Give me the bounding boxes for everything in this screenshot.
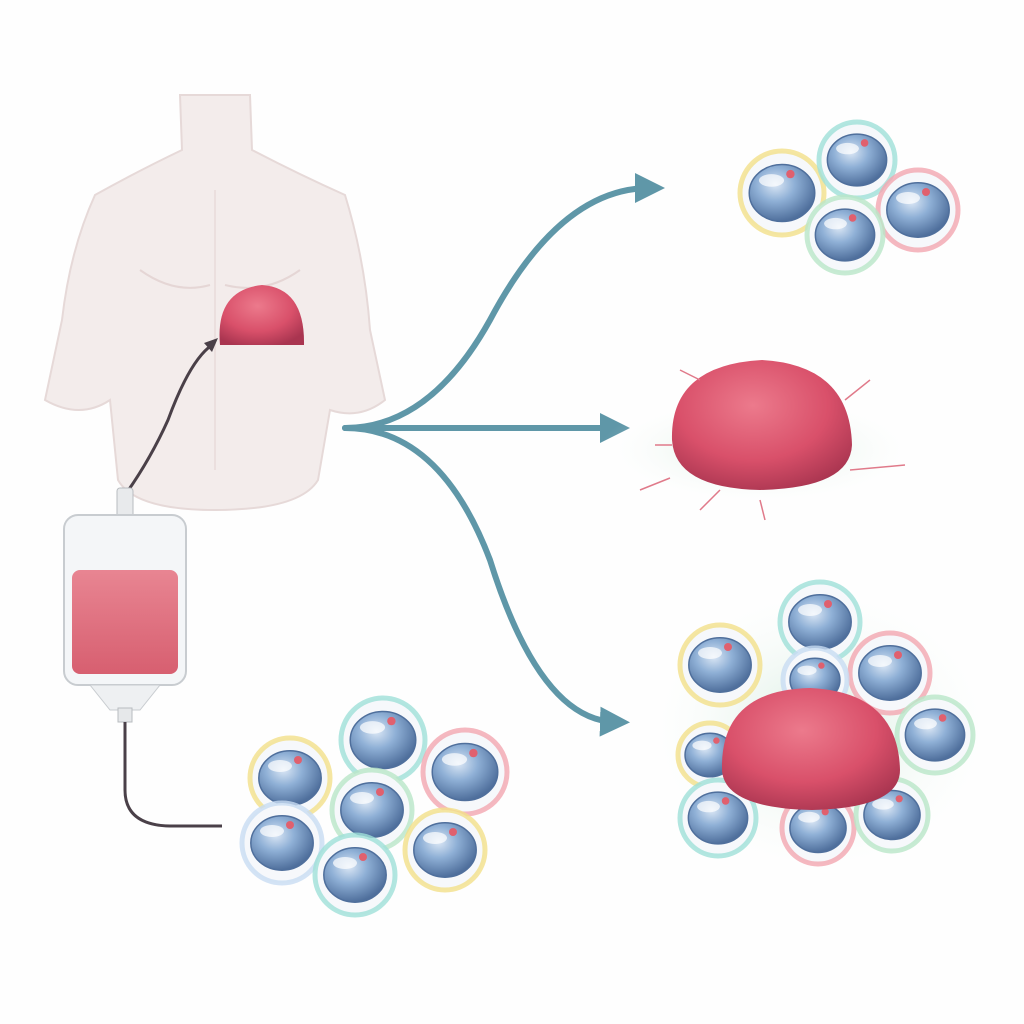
arrow-to-bottom-outcome <box>342 425 630 737</box>
tumor-outcome-attacked <box>721 688 900 810</box>
immune-cell <box>402 807 488 893</box>
immune-cell-cluster-top <box>737 119 961 276</box>
immune-cell <box>875 167 961 253</box>
immune-cell <box>737 148 827 238</box>
immune-cell <box>338 695 428 785</box>
tumor-outcome-untreated <box>600 360 920 521</box>
iv-bag <box>63 487 187 723</box>
arrow-to-top-outcome <box>342 173 665 431</box>
immune-cell <box>677 777 759 859</box>
immune-cell <box>312 832 398 918</box>
human-torso <box>43 94 387 512</box>
immune-cell <box>239 800 325 886</box>
tube-arrow-icon <box>204 338 218 352</box>
immune-cell <box>779 789 857 867</box>
infusion-line-to-tumor <box>123 343 213 496</box>
immune-cell <box>677 622 763 708</box>
tumor-in-body <box>219 285 305 345</box>
infusion-tube <box>123 722 222 828</box>
branch-arrows <box>342 173 665 737</box>
immune-cell <box>420 727 510 817</box>
immune-cell <box>777 579 863 665</box>
immune-cell <box>894 694 976 776</box>
immune-cell <box>247 735 333 821</box>
immune-cell-cluster-infused <box>239 695 510 918</box>
immune-cell <box>804 194 886 276</box>
immune-cell <box>847 630 933 716</box>
